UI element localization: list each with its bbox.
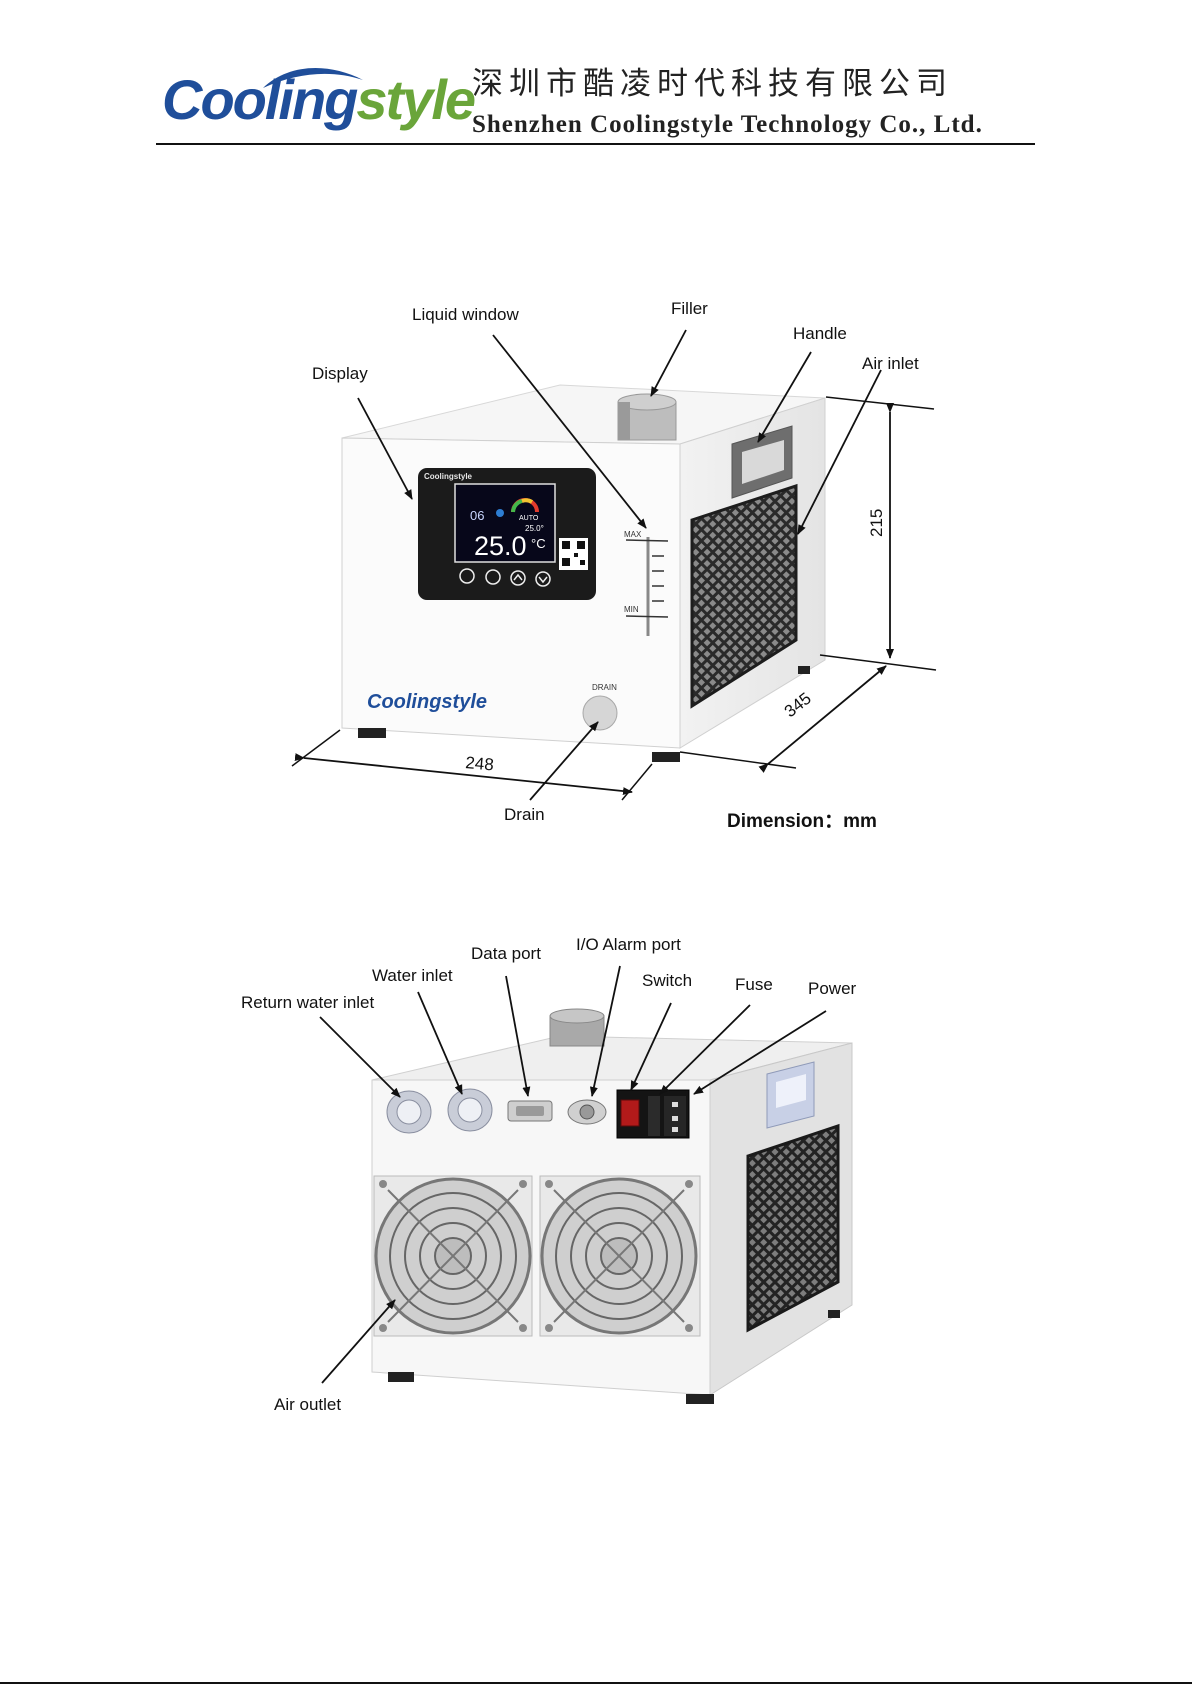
left-fan	[374, 1176, 532, 1336]
front-unit-illustration: Coolingstyle 06 AUTO 25.0° 25.0 °C	[342, 385, 825, 762]
return-water-inlet-leader	[320, 1017, 400, 1097]
front-view-figure: Coolingstyle 06 AUTO 25.0° 25.0 °C	[0, 0, 1192, 860]
display-brand: Coolingstyle	[424, 472, 473, 481]
power-switch	[621, 1100, 639, 1126]
return-water-inlet-label: Return water inlet	[241, 993, 375, 1012]
filler-label: Filler	[671, 299, 708, 318]
footer-divider	[0, 1682, 1192, 1684]
foot	[652, 752, 680, 762]
foot	[686, 1394, 714, 1404]
unit-logo: Coolingstyle	[367, 691, 487, 713]
foot	[828, 1310, 840, 1318]
display-unit: °C	[531, 536, 546, 551]
data-port	[508, 1101, 552, 1121]
height-value: 215	[867, 509, 886, 537]
dim-ext-line	[826, 397, 934, 409]
dim-ext-line	[820, 655, 936, 670]
handle-label: Handle	[793, 324, 847, 343]
drain-callout-label: Drain	[504, 805, 545, 824]
dim-ext-line	[622, 764, 652, 800]
depth-value: 345	[781, 689, 815, 721]
level-max-label: MAX	[624, 530, 642, 539]
foot	[388, 1372, 414, 1382]
width-value: 248	[465, 753, 495, 774]
air-inlet-label: Air inlet	[862, 354, 919, 373]
power-label: Power	[808, 979, 857, 998]
water-inlet-port	[448, 1089, 492, 1131]
display-setpoint: 25.0°	[525, 524, 544, 533]
switch-label: Switch	[642, 971, 692, 990]
filler-cap	[618, 394, 676, 440]
io-alarm-port-label: I/O Alarm port	[576, 935, 681, 954]
drain-label: DRAIN	[592, 683, 617, 692]
control-display-panel: Coolingstyle 06 AUTO 25.0° 25.0 °C	[418, 468, 596, 600]
fuse-label: Fuse	[735, 975, 773, 994]
rear-unit-illustration	[372, 1009, 852, 1404]
fuse-holder	[648, 1096, 660, 1136]
return-water-inlet-port	[387, 1091, 431, 1133]
right-fan	[540, 1176, 700, 1336]
display-mode: AUTO	[519, 515, 539, 522]
air-outlet-label: Air outlet	[274, 1395, 341, 1414]
filler-leader	[651, 330, 686, 396]
display-main-temp: 25.0	[474, 531, 527, 561]
drain-cap	[583, 696, 617, 730]
io-alarm-port	[568, 1100, 606, 1124]
display-label: Display	[312, 364, 368, 383]
dimension-unit-label: Dimension：mm	[727, 811, 877, 832]
foot	[798, 666, 810, 674]
display-small-value: 06	[470, 508, 484, 523]
filler-cap	[550, 1009, 604, 1046]
liquid-window-label: Liquid window	[412, 305, 520, 324]
rear-view-figure: Return water inlet Water inlet Data port…	[0, 900, 1192, 1440]
foot	[358, 728, 386, 738]
data-port-label: Data port	[471, 944, 541, 963]
handle	[767, 1062, 814, 1128]
level-min-label: MIN	[624, 605, 639, 614]
water-inlet-label: Water inlet	[372, 966, 453, 985]
power-module	[617, 1090, 689, 1138]
fan-indicator-icon	[496, 509, 504, 517]
